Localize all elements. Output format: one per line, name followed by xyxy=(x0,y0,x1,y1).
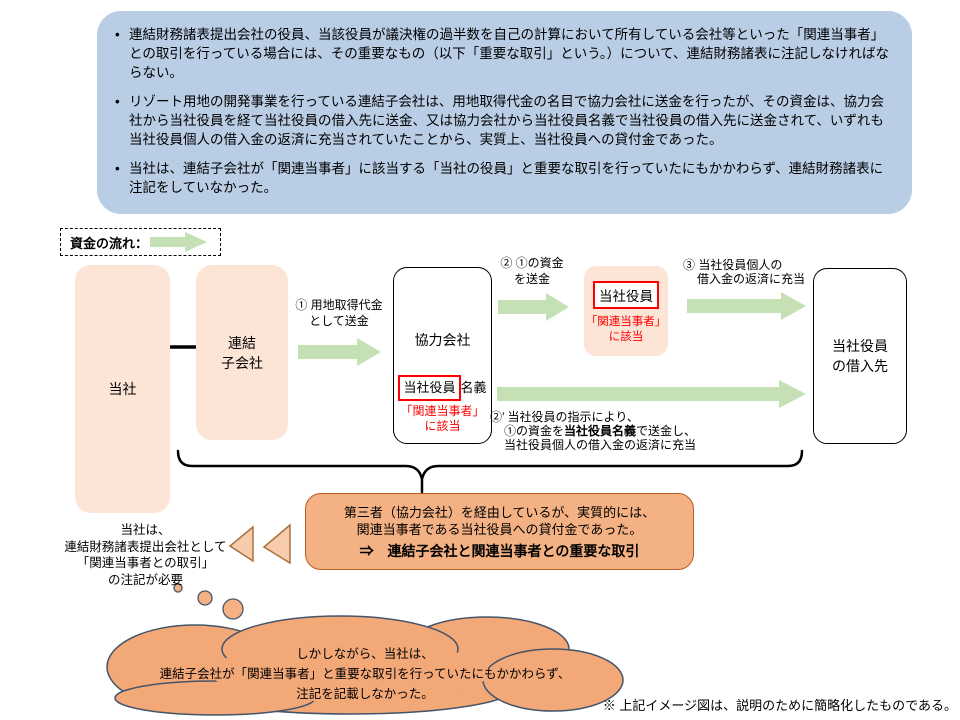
pointer-triangle-icon xyxy=(262,523,291,565)
thought-cloud-text: しかしながら、当社は、 連結子会社が「関連当事者」と重要な取引を行っていたにもか… xyxy=(150,644,580,704)
arrow-2dash-label: ②’ 当社役員の指示により、 ①の資金を当社役員名義で送金し、 当社役員個人の借… xyxy=(490,410,770,452)
cloud-line3: 注記を記載しなかった。 xyxy=(296,687,434,701)
summary-bullet: • 当社は、連結子会社が「関連当事者」に該当する「当社の役員」と重要な取引を行っ… xyxy=(115,159,894,197)
summary-text: 連結財務諸表提出会社の役員、当該役員が議決権の過半数を自己の計算において所有して… xyxy=(129,27,890,80)
thought-cloud xyxy=(106,615,624,716)
cloud-line1: しかしながら、当社は、 xyxy=(296,647,434,661)
conclusion-line1: 第三者（協力会社）を経由しているが、実質的には、 xyxy=(343,504,656,520)
thought-dot-icon xyxy=(173,583,183,593)
summary-text: 当社は、連結子会社が「関連当事者」に該当する「当社の役員」と重要な取引を行ってい… xyxy=(129,161,884,195)
arrow-1-line2: として送金 xyxy=(309,314,369,328)
node-company-label: 当社 xyxy=(108,381,137,397)
company-note-line1: 当社は、 xyxy=(120,523,171,537)
thought-dot-icon xyxy=(197,590,213,606)
related-party-line1: 「関連当事者」 xyxy=(585,316,667,328)
bullet-icon: • xyxy=(115,27,120,42)
partner-officer-row: 当社役員名義 xyxy=(394,375,491,401)
flow-arrow-2-icon xyxy=(498,293,569,321)
summary-text: リゾート用地の開発事業を行っている連結子会社は、用地取得代金の名目で協力会社に送… xyxy=(129,94,885,147)
arrow-2dash-line1: ②’ 当社役員の指示により、 xyxy=(490,410,639,424)
node-partner-label: 協力会社 xyxy=(414,332,471,348)
thought-dot-icon xyxy=(222,598,244,620)
legend-funds-flow: 資金の流れ： xyxy=(60,228,221,256)
related-party-line2: に該当 xyxy=(424,419,461,433)
summary-bullet: • リゾート用地の開発事業を行っている連結子会社は、用地取得代金の名目で協力会社… xyxy=(115,92,894,149)
related-party-caption: 「関連当事者」 に該当 xyxy=(584,315,668,345)
bullet-icon: • xyxy=(115,94,120,109)
related-party-caption: 「関連当事者」 に該当 xyxy=(394,404,491,434)
flow-arrow-3-icon xyxy=(687,292,806,320)
node-partner-company: 協力会社 当社役員名義 「関連当事者」 に該当 xyxy=(393,267,492,444)
related-party-line1: 「関連当事者」 xyxy=(400,404,485,418)
arrow-2dash-line3: 当社役員個人の借入金の返済に充当 xyxy=(504,438,697,452)
node-subsidiary-line1: 連結 xyxy=(228,334,256,351)
summary-panel: • 連結財務諸表提出会社の役員、当該役員が議決権の過半数を自己の計算において所有… xyxy=(97,11,912,214)
flow-arrow-1-icon xyxy=(298,338,381,366)
node-subsidiary-label: 連結 子会社 xyxy=(221,333,263,373)
node-lender: 当社役員 の借入先 xyxy=(813,268,907,444)
node-subsidiary-line2: 子会社 xyxy=(221,354,263,371)
arrow-2-line2: を送金 xyxy=(513,271,550,286)
brace xyxy=(176,449,804,494)
arrow-1-label: ① 用地取得代金 として送金 xyxy=(293,297,385,329)
meigi-label: 名義 xyxy=(460,380,487,395)
arrow-2dash-line2-bold: 当社役員名義 xyxy=(564,424,637,438)
node-lender-label: 当社役員 の借入先 xyxy=(832,336,888,376)
arrow-2-label: ② ①の資金 を送金 xyxy=(494,256,570,287)
conclusion-emphasis: ⇒ 連結子会社と関連当事者との重要な取引 xyxy=(359,542,640,559)
legend-flow-arrow-icon xyxy=(150,232,207,252)
node-company: 当社 xyxy=(75,265,170,513)
officer-highlight-frame: 当社役員 xyxy=(593,281,659,309)
arrow-2-line1: ② ①の資金 xyxy=(500,256,564,270)
node-lender-line2: の借入先 xyxy=(832,358,888,374)
company-note-line3: 「関連当事者との取引」 xyxy=(76,556,215,570)
arrow-2dash-line2-pre: ①の資金を xyxy=(504,424,565,438)
summary-bullet: • 連結財務諸表提出会社の役員、当該役員が議決権の過半数を自己の計算において所有… xyxy=(115,25,894,82)
node-subsidiary: 連結 子会社 xyxy=(196,265,288,440)
arrow-1-line1: ① 用地取得代金 xyxy=(295,298,383,312)
company-note-line4: の注記が必要 xyxy=(107,572,183,587)
conclusion-line2: 関連当事者である当社役員への貸付金であった。 xyxy=(356,521,643,537)
legend-label: 資金の流れ： xyxy=(70,235,149,251)
node-lender-line1: 当社役員 xyxy=(832,338,888,354)
officer-highlight-frame: 当社役員 xyxy=(398,375,461,401)
arrow-3-line2: 借入金の返済に充当 xyxy=(697,271,806,286)
related-party-line2: に該当 xyxy=(608,331,644,343)
arrow-2dash-line2-post: で送金し、 xyxy=(636,424,697,438)
company-note: 当社は、 連結財務諸表提出会社として 「関連当事者との取引」 の注記が必要 xyxy=(48,522,243,588)
pointer-triangle-icon xyxy=(228,525,254,563)
cloud-line2: 連結子会社が「関連当事者」と重要な取引を行っていたにもかかわらず、 xyxy=(159,667,571,681)
arrow-3-label: ③ 当社役員個人の 借入金の返済に充当 xyxy=(683,258,868,286)
company-note-line2: 連結財務諸表提出会社として xyxy=(64,539,227,554)
node-officer: 当社役員 「関連当事者」 に該当 xyxy=(584,266,668,356)
conclusion-box: 第三者（協力会社）を経由しているが、実質的には、 関連当事者である当社役員への貸… xyxy=(305,493,694,570)
bullet-icon: • xyxy=(115,161,120,176)
arrow-2dash-line2: ①の資金を当社役員名義で送金し、 xyxy=(490,424,770,438)
arrow-3-line1: ③ 当社役員個人の xyxy=(683,258,783,272)
footnote: ※ 上記イメージ図は、説明のために簡略化したものである。 xyxy=(602,698,957,713)
flow-arrow-2dash-icon xyxy=(497,380,806,408)
